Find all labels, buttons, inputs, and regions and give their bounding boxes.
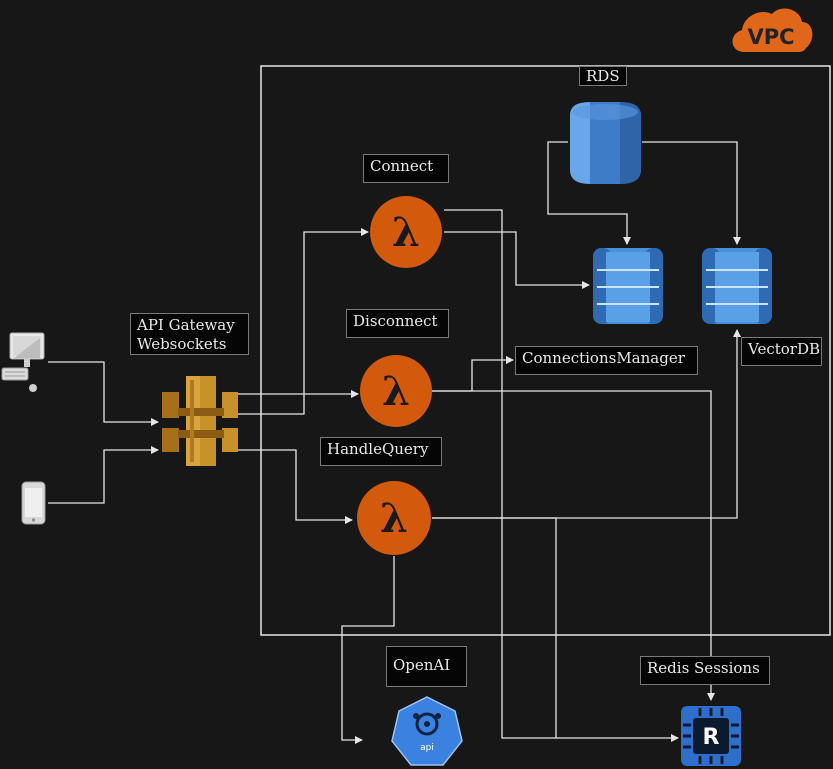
- connector-disconnect-to-connections-manager: [432, 356, 514, 392]
- connector-desktop-to-gateway: [48, 361, 159, 426]
- handlequery-label: HandleQuery: [320, 437, 442, 466]
- connect-label: Connect: [363, 154, 449, 183]
- connector-disconnect-to-redis: [432, 390, 715, 701]
- vectordb-dynamodb-icon: [702, 248, 772, 324]
- redis-sessions-label: Redis Sessions: [640, 656, 770, 685]
- lambda-glyph: λ: [380, 495, 408, 542]
- mobile-client-icon: [21, 481, 46, 525]
- lambda-handlequery-icon: λ: [357, 481, 431, 555]
- disconnect-label: Disconnect: [346, 309, 449, 338]
- connector-handlequery-to-redis: [432, 517, 557, 738]
- vpc-boundary: [260, 65, 831, 636]
- connector-handlequery-to-openai: [341, 556, 395, 744]
- lambda-disconnect-icon: λ: [360, 355, 432, 427]
- rds-label: RDS: [579, 66, 627, 86]
- api-gateway-label-line2: Websockets: [137, 335, 227, 353]
- connector-gateway-to-connect: [238, 228, 369, 415]
- openai-api-icon: api: [391, 696, 463, 766]
- api-gateway-label-line1: API Gateway: [137, 316, 235, 334]
- lambda-connect-icon: λ: [370, 196, 442, 268]
- desktop-client-icon: [1, 332, 45, 392]
- redis-chip-icon: R: [681, 706, 741, 766]
- redis-glyph: R: [703, 725, 720, 750]
- connectors: [48, 141, 741, 744]
- connector-mobile-to-gateway: [48, 446, 159, 504]
- vpc-cloud-badge: VPC: [732, 8, 813, 53]
- connections-manager-label: ConnectionsManager: [515, 346, 698, 375]
- connector-connect-to-redis: [444, 209, 679, 742]
- vpc-label: VPC: [747, 25, 794, 49]
- lambda-glyph: λ: [382, 368, 410, 415]
- vpc-cloud-icon: [732, 8, 813, 53]
- connections-dynamodb-icon: [593, 248, 663, 324]
- rds-database-icon: [570, 102, 641, 184]
- vectordb-label: VectorDB: [741, 337, 822, 366]
- connector-rds-to-vectordb: [642, 141, 741, 245]
- connector-rds-to-dynamodb: [547, 141, 631, 245]
- connector-connect-to-dynamodb: [444, 231, 590, 289]
- connector-gateway-to-handlequery: [238, 449, 353, 524]
- openai-label: OpenAI: [386, 646, 467, 687]
- api-gateway-label: API Gateway Websockets: [130, 313, 249, 355]
- lambda-glyph: λ: [392, 209, 420, 256]
- api-gateway-icon: [162, 376, 238, 466]
- openai-badge-text: api: [420, 743, 434, 753]
